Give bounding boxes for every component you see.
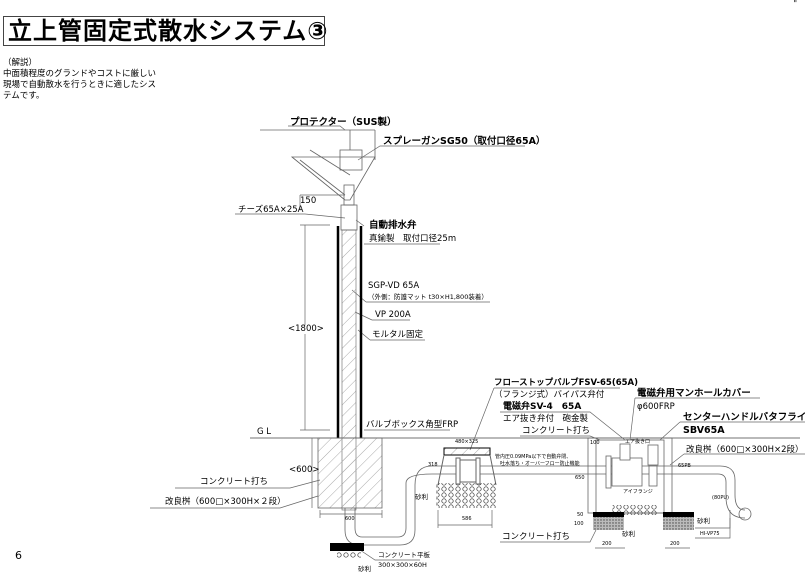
description-line: 現場で自動散水を行うときに適したシス [3, 80, 157, 90]
dim-600-w: 600 [345, 516, 355, 522]
label-tees: チーズ65A×25A [238, 205, 304, 215]
manhole [587, 437, 673, 515]
gravel-pad-left [593, 517, 624, 530]
dim-318: 318 [428, 462, 438, 468]
label-manhole-spec: φ600FRP [637, 402, 675, 412]
dim-586: 586 [462, 516, 472, 522]
label-air-vent: エア抜き口 [625, 439, 651, 445]
dim-200b: 200 [670, 541, 680, 547]
dim-150: 150 [300, 196, 317, 206]
label-gravel-right: 砂利 [697, 517, 710, 525]
label-flange: アイフランジ [623, 489, 653, 495]
dim-650: 650 [575, 475, 585, 481]
valve-box [436, 447, 497, 508]
leader-tees [235, 213, 346, 219]
label-sgp: SGP-VD 65A [368, 281, 420, 291]
label-concrete-top: コンクリート打ち [522, 426, 591, 436]
label-gravel-mid: 砂利 [622, 530, 635, 538]
gravel-slab [337, 552, 361, 558]
label-pipe-65: 65PB [678, 463, 691, 469]
flow-note-1: 管内圧0.09MPa以下で自動弁閉、 [495, 454, 572, 460]
gravel-pad-right [663, 517, 694, 530]
label-flow-stop-spec: （フランジ式）バイパス弁付 [494, 390, 605, 400]
dim-200a: 200 [602, 541, 612, 547]
label-gl: G L [257, 427, 272, 437]
label-butterfly-spec: SBV65A [683, 425, 725, 436]
label-pipe-80: (80PU) [712, 495, 729, 501]
dim-box-size: 480×325 [455, 439, 479, 445]
label-concrete-left: コンクリート打ち [200, 477, 269, 487]
corner-mark: " [793, 0, 797, 8]
label-hivp: HI-VP75 [700, 531, 720, 537]
label-gravel-left: 砂利 [415, 493, 428, 501]
description-heading: （解説） [3, 58, 38, 68]
label-auto-drain: 自動排水弁 [369, 220, 417, 231]
label-butterfly: センターハンドルバタフライ弁 [683, 412, 805, 423]
label-gravel-bottom: 砂利 [358, 565, 371, 573]
label-protector: プロテクター（SUS製） [290, 117, 397, 128]
page-title: 立上管固定式散水システム③ [3, 16, 328, 46]
leader-spray [357, 145, 525, 161]
concrete-pad-left [593, 512, 624, 517]
label-concrete-bottom: コンクリート打ち [502, 532, 571, 542]
label-slab-spec: 300×300×60H [378, 561, 427, 569]
description-line: 中面積程度のグランドやコストに厳しい [3, 69, 157, 79]
label-sgp-note: （外側：防護マット t30×H1,800装着） [368, 293, 488, 301]
flow-note-2: 吐水落ち・オーバーフロー防止機能 [500, 461, 580, 467]
spray-gun-icon [290, 130, 376, 206]
dim-100: 100 [574, 521, 584, 527]
label-spray-gun: スプレーガンSG50（取付口径65A） [383, 136, 546, 147]
leader-protector [288, 125, 346, 131]
label-basin-left: 改良桝（600□×300H×２段） [165, 497, 286, 507]
label-manhole: 電磁弁用マンホールカバー [637, 388, 751, 399]
concrete-slab [330, 543, 364, 551]
label-slab: コンクリート平板 [378, 551, 430, 559]
dim-600-h: <600> [289, 465, 320, 475]
label-solenoid-spec: エア抜き弁付 砲金製 [503, 414, 589, 424]
label-auto-drain-spec: 真鍮製 取付口径25m [369, 234, 457, 244]
concrete-pad-right [663, 512, 694, 517]
concrete-block [317, 437, 383, 509]
dim-100-top: 100 [590, 440, 600, 446]
label-valve-box: バルブボックス角型FRP [366, 420, 459, 430]
label-mortar: モルタル固定 [372, 330, 424, 340]
dim-1800: <1800> [288, 324, 324, 334]
label-flow-stop: フローストップバルブFSV-65(65A) [494, 378, 638, 388]
dim-50: 50 [577, 512, 584, 518]
label-vp: VP 200A [375, 310, 411, 320]
label-solenoid: 電磁弁SV-4 65A [503, 402, 582, 412]
page-number: 6 [15, 549, 22, 562]
label-basin-right: 改良桝（600□×300H×2段） [686, 445, 804, 455]
description-line: テムです。 [3, 91, 45, 101]
description: （解説） 中面積程度のグランドやコストに厳しい 現場で自動散水を行うときに適した… [3, 58, 173, 102]
